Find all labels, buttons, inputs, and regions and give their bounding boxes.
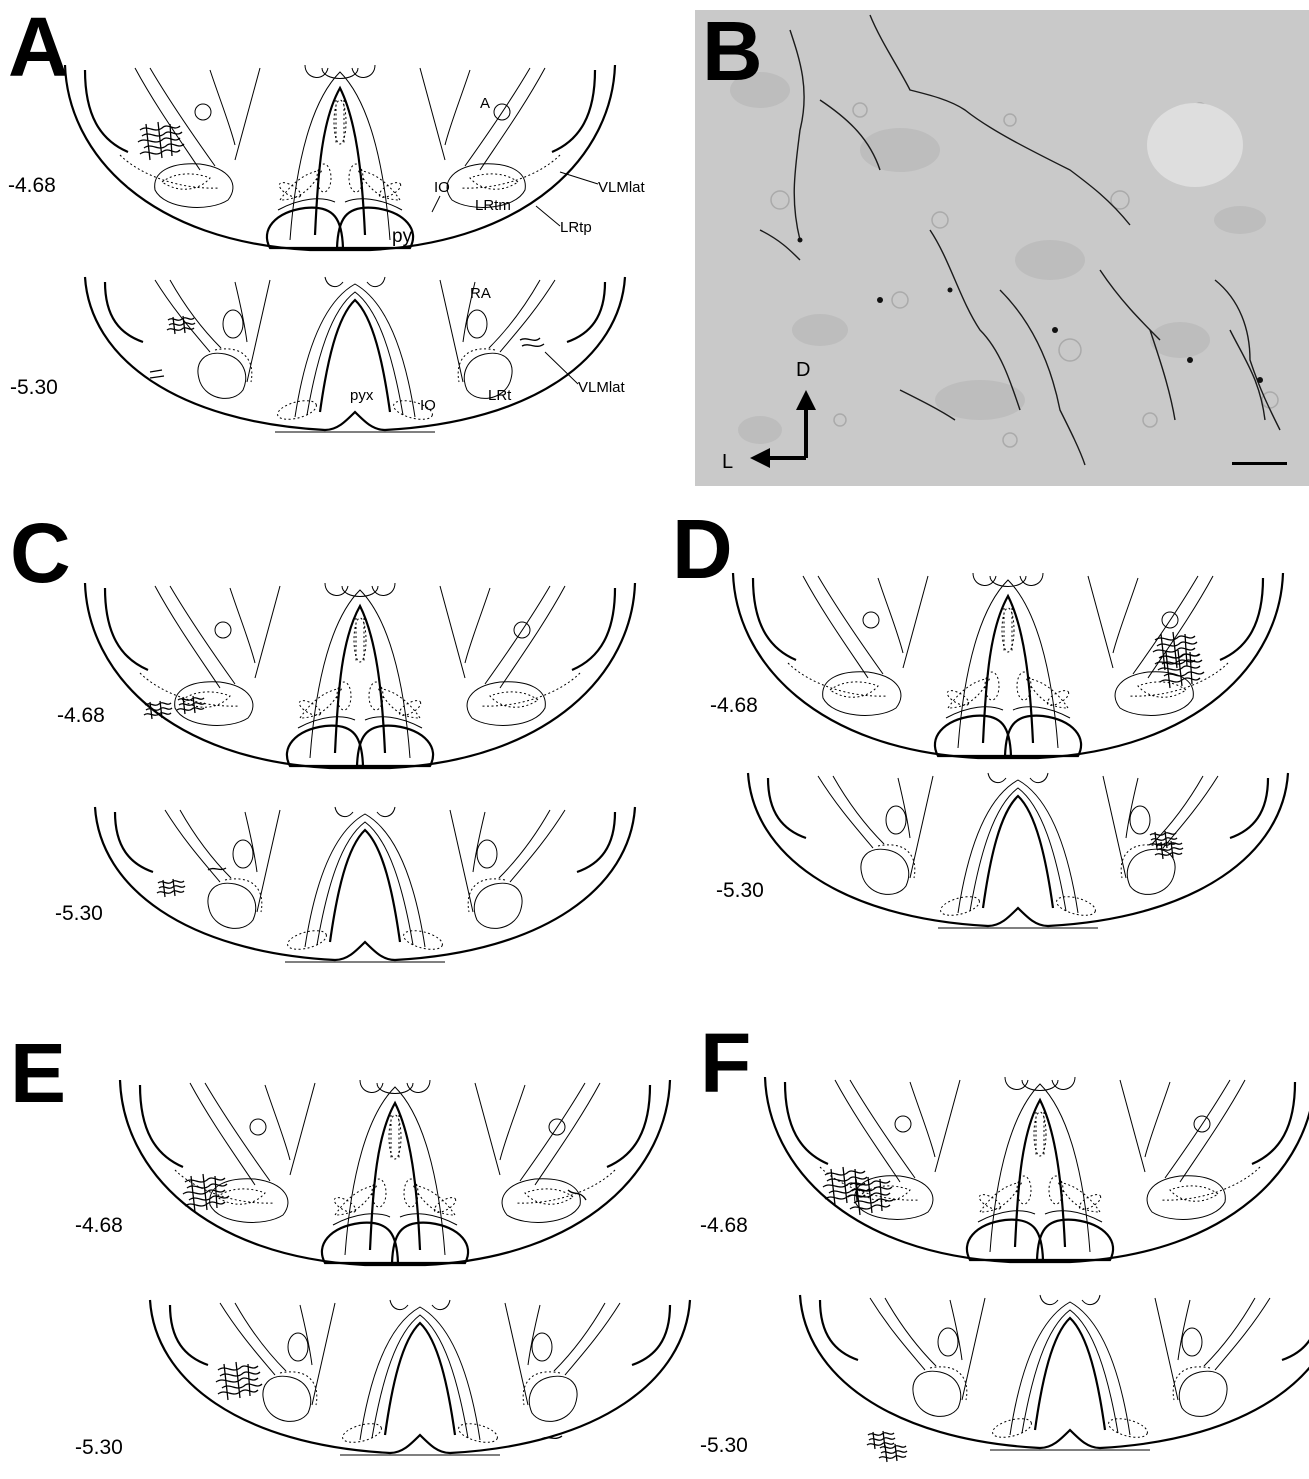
panel-letter-f: F: [700, 1016, 751, 1110]
fiber-trace-c-lower: [157, 879, 185, 897]
panel-letter-e: E: [10, 1026, 66, 1120]
panel-letter-a: A: [8, 0, 69, 94]
level-label-c-lower: -5.30: [55, 902, 103, 925]
panel-c: C -4.68 -5.30: [10, 506, 635, 962]
panel-d: D -4.68 -5.30: [672, 502, 1288, 928]
panel-letter-b: B: [702, 4, 763, 98]
level-label-e-upper: -4.68: [75, 1214, 123, 1237]
panel-b: D L B: [695, 4, 1309, 486]
panel-f: F -4.68 -5.30: [700, 1016, 1309, 1462]
fiber-trace-c-upper: [144, 701, 172, 719]
level-label-f-upper: -4.68: [700, 1214, 748, 1237]
label-io-upper: IO: [434, 179, 450, 196]
axis-label-dorsal: D: [796, 359, 810, 381]
fiber-trace-f-lower: [867, 1431, 895, 1449]
fiber-trace-e-lower: [216, 1362, 262, 1400]
label-lrtp: LRtp: [560, 219, 592, 236]
label-lrt: LRt: [488, 387, 512, 404]
label-io-lower: IO: [420, 397, 436, 414]
panel-a: A -4.68 -5.30 A IO VLMlat LRtm LRtp py R…: [8, 0, 646, 432]
level-label-e-lower: -5.30: [75, 1436, 123, 1459]
label-ra: RA: [470, 285, 491, 302]
label-vlmlat-lower: VLMlat: [578, 379, 626, 396]
label-a-nucleus: A: [480, 95, 490, 112]
fiber-trace-a-upper: [138, 122, 184, 160]
level-label-a-upper: -4.68: [8, 174, 56, 197]
fiber-trace-d-lower: [1149, 831, 1177, 849]
label-vlmlat-upper: VLMlat: [598, 179, 646, 196]
level-label-d-lower: -5.30: [716, 879, 764, 902]
fiber-trace-a-lower: [167, 316, 195, 334]
label-py: py: [392, 226, 413, 247]
axis-label-lateral: L: [722, 451, 733, 473]
fiber-trace-e-upper: [183, 1174, 229, 1212]
panel-e: E -4.68 -5.30: [10, 1026, 690, 1459]
panel-letter-d: D: [672, 502, 733, 596]
fiber-trace-f-upper: [823, 1167, 869, 1205]
label-pyx: pyx: [350, 387, 374, 404]
panel-letter-c: C: [10, 506, 71, 600]
label-lrtm: LRtm: [475, 197, 511, 214]
level-label-f-lower: -5.30: [700, 1434, 748, 1457]
vessel: [1147, 103, 1243, 187]
level-label-a-lower: -5.30: [10, 376, 58, 399]
level-label-c-upper: -4.68: [57, 704, 105, 727]
level-label-d-upper: -4.68: [710, 694, 758, 717]
scale-bar: [1232, 462, 1287, 465]
